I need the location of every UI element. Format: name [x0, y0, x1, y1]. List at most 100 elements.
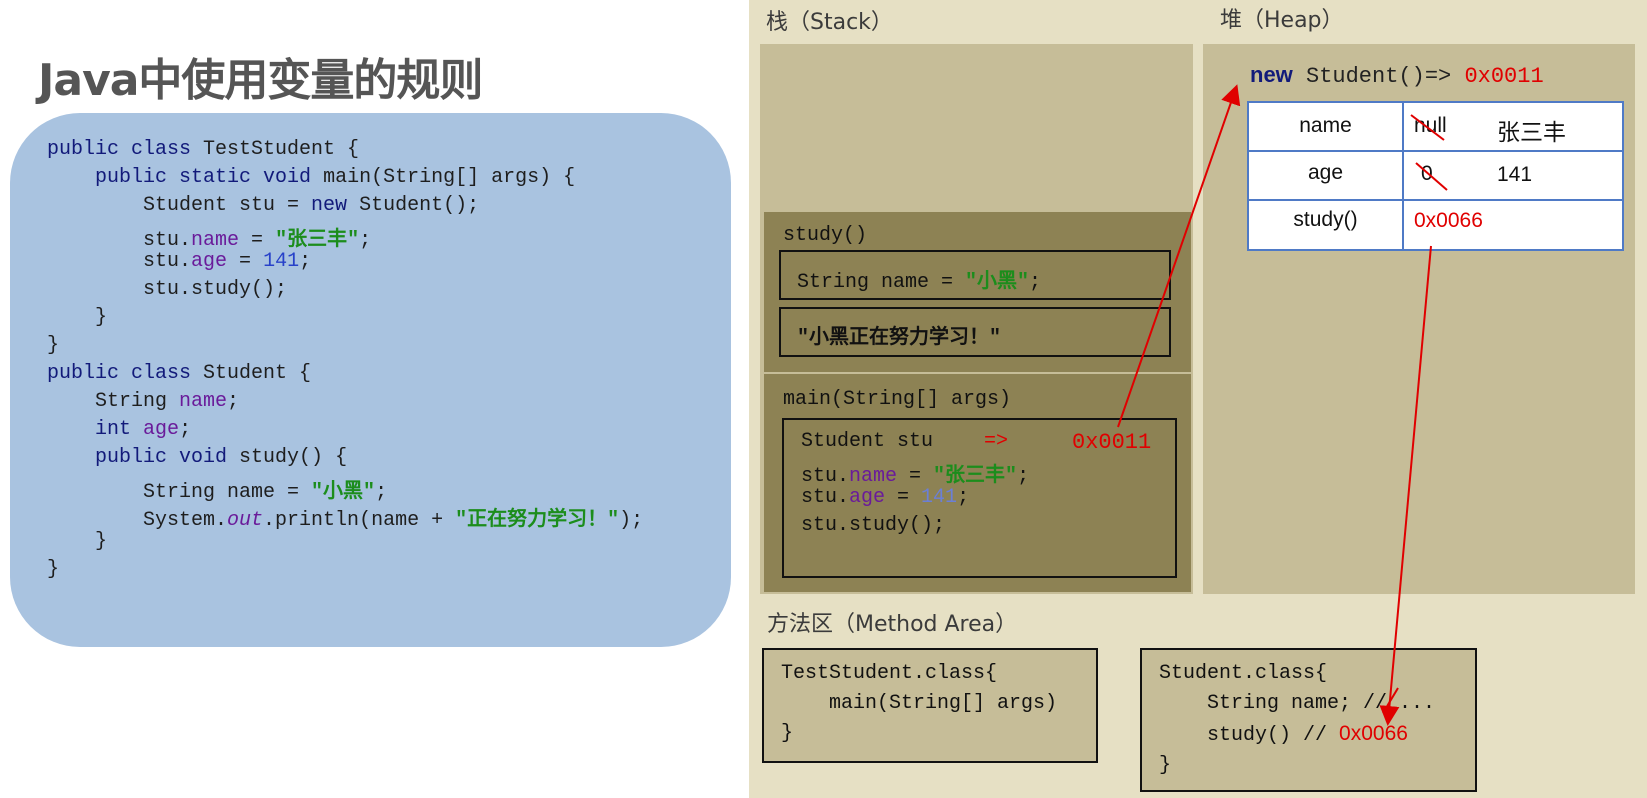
frame-title: study()	[783, 224, 868, 247]
code-text: stu.	[47, 250, 192, 273]
code-keyword: public static void	[95, 166, 312, 189]
frame-title: main(String[] args)	[783, 388, 1012, 411]
stack-frame-main: main(String[] args) Student stu => 0x001…	[764, 374, 1191, 592]
table-divider	[1402, 103, 1404, 249]
code-keyword: new	[311, 194, 348, 217]
code-text: TestStudent {	[191, 138, 360, 161]
code-text	[47, 446, 95, 469]
code-text: ;	[957, 486, 970, 509]
stack-label: 栈（Stack）	[766, 10, 893, 35]
code-text: }	[47, 558, 60, 581]
code-text: }	[47, 334, 60, 357]
code-keyword: public class	[47, 362, 192, 385]
code-string: "张三丰"	[933, 465, 1018, 488]
code-line: Student stu = new Student();	[47, 194, 479, 217]
heap-field-value: 张三丰	[1497, 119, 1566, 145]
code-text: stu.	[801, 486, 850, 509]
method-address: 0x0066	[1339, 722, 1408, 745]
new-keyword: new	[1250, 62, 1293, 87]
code-text: ;	[227, 390, 240, 413]
code-field: age	[143, 418, 180, 441]
code-string: "张三丰"	[275, 229, 360, 252]
code-text	[47, 166, 95, 189]
code-text: =	[897, 465, 934, 488]
code-line: String name = "小黑";	[47, 474, 387, 504]
heap-method-address: 0x0066	[1414, 209, 1483, 232]
code-text: System.	[47, 509, 228, 532]
code-line: public class TestStudent {	[47, 138, 359, 161]
code-number: 141	[263, 250, 300, 273]
code-text: =	[239, 229, 276, 252]
output-box: "小黑正在努力学习！"	[779, 307, 1171, 357]
heap-field-label: study()	[1293, 208, 1358, 231]
main-line: stu.study();	[801, 514, 946, 537]
code-text	[47, 418, 95, 441]
code-text: Student();	[347, 194, 480, 217]
code-text: ;	[179, 418, 192, 441]
code-keyword: int	[95, 418, 132, 441]
code-field: out	[227, 509, 264, 532]
main-body-box: Student stu => 0x0011 stu.name = "张三丰"; …	[782, 418, 1177, 578]
code-string: "小黑"	[311, 481, 376, 504]
code-text: String	[47, 390, 180, 413]
code-line: }	[47, 558, 59, 581]
code-text: String name =	[797, 271, 966, 294]
table-divider	[1249, 150, 1622, 152]
code-text: main(String[] args) {	[311, 166, 576, 189]
reference-address: 0x0011	[1072, 430, 1152, 455]
code-keyword: public void	[95, 446, 228, 469]
code-number: 141	[921, 486, 958, 509]
code-text: );	[619, 509, 644, 532]
table-divider	[1249, 199, 1622, 201]
code-field: name	[849, 465, 898, 488]
heap-old-value: 0	[1421, 162, 1433, 185]
code-field: age	[191, 250, 228, 273]
code-text: study() {	[227, 446, 348, 469]
code-line: }	[47, 334, 59, 357]
slide-title: Java中使用变量的规则	[38, 55, 483, 106]
class-line: }	[1159, 754, 1172, 777]
code-line: public class Student {	[47, 362, 311, 385]
heap-old-value: null	[1414, 114, 1447, 137]
new-expression: Student()=>	[1292, 64, 1465, 89]
main-line: stu.age = 141;	[801, 486, 969, 509]
code-text: ;	[1029, 271, 1042, 294]
code-text: String name =	[47, 481, 312, 504]
heap-label: 堆（Heap）	[1220, 8, 1344, 33]
code-text	[131, 418, 143, 441]
code-line: }	[47, 530, 107, 553]
code-line: String name;	[47, 390, 239, 413]
code-line: }	[47, 306, 107, 329]
code-text: stu.	[47, 229, 192, 252]
class-line: TestStudent.class{	[781, 662, 998, 685]
code-text: =	[227, 250, 264, 273]
code-text: }	[47, 530, 108, 553]
code-field: age	[849, 486, 886, 509]
local-variable-box: String name = "小黑";	[779, 250, 1171, 300]
main-line: stu.name = "张三丰";	[801, 458, 1029, 488]
code-line: public static void main(String[] args) {	[47, 166, 575, 189]
local-variable: String name = "小黑";	[797, 264, 1041, 294]
class-line: study() // 0x0066	[1159, 722, 1408, 747]
student-class-box: Student.class{ String name; // ... study…	[1140, 648, 1477, 792]
code-line: stu.name = "张三丰";	[47, 222, 371, 252]
test-student-class-box: TestStudent.class{ main(String[] args) }	[762, 648, 1098, 763]
code-line: stu.age = 141;	[47, 250, 311, 273]
code-text: ;	[1017, 465, 1030, 488]
code-string: "小黑"	[965, 271, 1030, 294]
code-text: stu.study();	[47, 278, 288, 301]
heap-field-value: 141	[1497, 163, 1533, 186]
code-field: name	[191, 229, 240, 252]
heap-address: 0x0011	[1464, 64, 1544, 89]
code-text: study() //	[1159, 724, 1340, 747]
code-text: ;	[359, 229, 372, 252]
code-string: "正在努力学习！"	[455, 509, 620, 532]
code-text: .println(name +	[263, 509, 456, 532]
method-area-label: 方法区（Method Area）	[767, 612, 1018, 637]
stack-frame-study: study() String name = "小黑"; "小黑正在努力学习！"	[764, 212, 1191, 372]
heap-object-table: name null 张三丰 age 0 141 study() 0x0066	[1247, 101, 1624, 251]
code-text: ;	[375, 481, 388, 504]
output-text: "小黑正在努力学习！"	[797, 327, 1002, 350]
heap-object-header: new Student()=> 0x0011	[1250, 62, 1544, 89]
class-line: main(String[] args)	[781, 692, 1058, 715]
